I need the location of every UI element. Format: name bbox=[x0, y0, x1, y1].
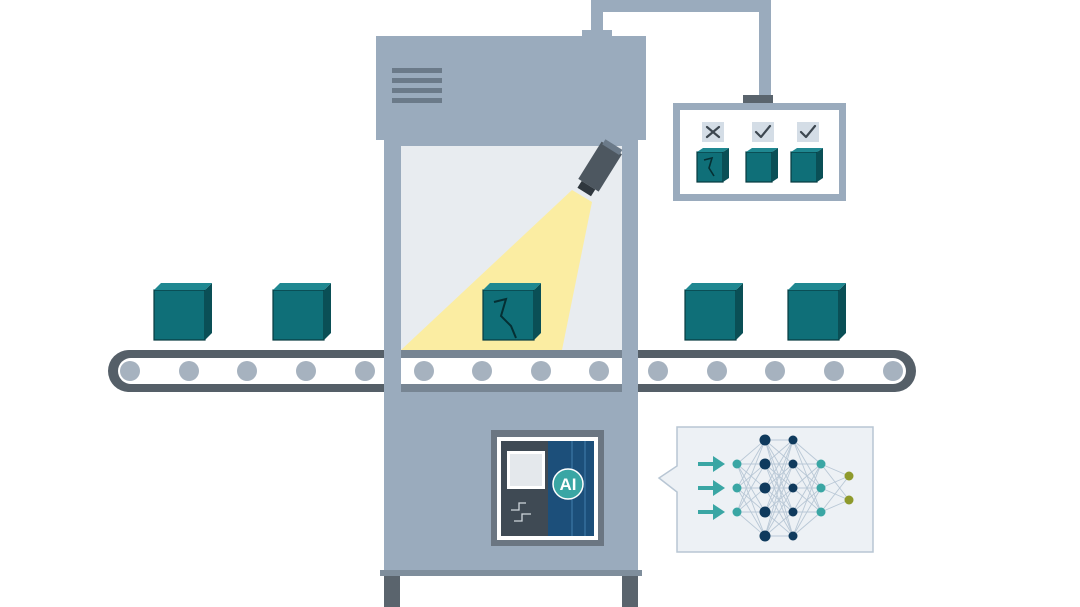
check-mark-icon bbox=[754, 124, 772, 139]
chamber-frame-overlay bbox=[384, 340, 638, 392]
x-mark-icon bbox=[705, 125, 721, 139]
network-connection bbox=[764, 463, 794, 537]
network-connection bbox=[820, 463, 850, 477]
network-node bbox=[788, 531, 798, 541]
inspection-light-beam bbox=[401, 190, 592, 350]
vent-grille-icon bbox=[392, 68, 442, 103]
network-connection bbox=[736, 487, 766, 513]
network-connection bbox=[820, 475, 850, 489]
network-connection bbox=[764, 487, 794, 537]
network-node bbox=[759, 506, 771, 518]
network-node bbox=[759, 434, 771, 446]
network-node bbox=[788, 483, 798, 493]
network-node bbox=[816, 507, 826, 517]
ai-badge-label: AI bbox=[560, 475, 577, 494]
conveyor-belt bbox=[108, 350, 916, 392]
network-connection bbox=[764, 439, 794, 537]
ai-controller-module: AI bbox=[491, 430, 604, 546]
network-node bbox=[816, 483, 826, 493]
network-connection bbox=[792, 463, 822, 513]
conveyor-box bbox=[684, 283, 743, 341]
network-connection bbox=[792, 439, 822, 465]
network-connection bbox=[736, 511, 766, 537]
arrow-right-icon bbox=[698, 456, 725, 472]
arrow-right-icon bbox=[698, 480, 725, 496]
network-node bbox=[759, 482, 771, 494]
conveyor-box bbox=[153, 283, 212, 341]
neural-network-callout bbox=[657, 426, 874, 553]
intact-box-icon bbox=[745, 148, 778, 183]
network-node bbox=[788, 435, 798, 445]
quality-result-panel bbox=[673, 103, 846, 201]
result-slot-3 bbox=[790, 122, 823, 183]
conveyor-box bbox=[272, 283, 331, 341]
network-connection bbox=[792, 487, 822, 537]
network-connection bbox=[820, 475, 850, 513]
inspection-camera-icon bbox=[577, 139, 623, 197]
network-node bbox=[788, 459, 798, 469]
network-node bbox=[732, 459, 742, 469]
connection-pipe bbox=[582, 0, 773, 105]
neural-network-connections bbox=[736, 439, 850, 537]
input-arrows bbox=[698, 456, 725, 520]
network-connection bbox=[736, 439, 766, 513]
network-node bbox=[732, 483, 742, 493]
cracked-box-under-inspection bbox=[482, 283, 541, 341]
network-connection bbox=[736, 439, 766, 465]
network-connection bbox=[792, 463, 822, 489]
network-node bbox=[844, 495, 854, 505]
network-connection bbox=[764, 439, 794, 489]
network-node bbox=[844, 471, 854, 481]
cracked-box-icon bbox=[696, 148, 729, 183]
network-connection bbox=[736, 463, 766, 513]
network-node bbox=[788, 507, 798, 517]
conveyor-rollers bbox=[120, 361, 903, 381]
conveyor-box bbox=[787, 283, 846, 341]
intact-box-icon bbox=[790, 148, 823, 183]
network-connection bbox=[764, 439, 794, 513]
network-node bbox=[816, 459, 826, 469]
network-connection bbox=[792, 511, 822, 537]
network-connection bbox=[736, 439, 766, 489]
check-mark-icon bbox=[799, 124, 817, 139]
network-connection bbox=[764, 439, 794, 465]
network-connection bbox=[820, 499, 850, 513]
network-connection bbox=[764, 511, 794, 537]
ai-badge bbox=[552, 468, 584, 500]
arrow-right-icon bbox=[698, 504, 725, 520]
machine-hood bbox=[376, 36, 646, 140]
network-connection bbox=[792, 463, 822, 537]
result-slot-1 bbox=[696, 122, 729, 183]
network-node bbox=[759, 458, 771, 470]
result-slot-2 bbox=[745, 122, 778, 183]
network-node bbox=[759, 530, 771, 542]
neural-network-nodes bbox=[732, 434, 854, 542]
network-node bbox=[732, 507, 742, 517]
